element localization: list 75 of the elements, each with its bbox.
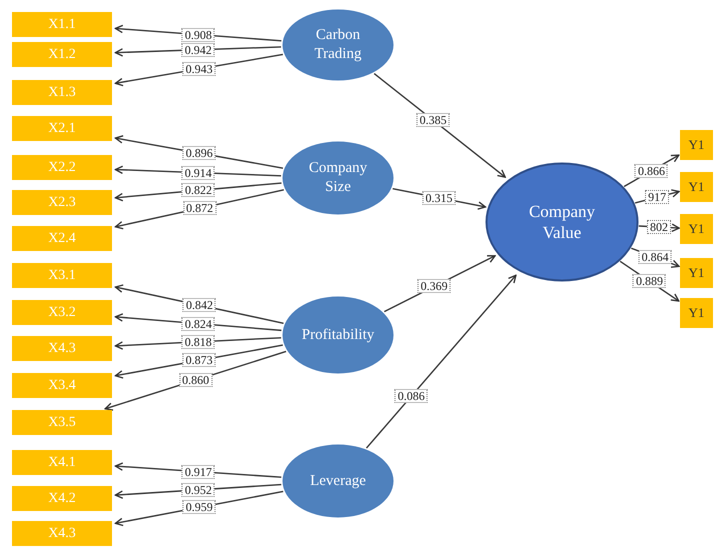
indicator-box <box>12 12 112 37</box>
indicator-label: X4.3 <box>48 524 76 542</box>
indicator-box <box>12 42 112 67</box>
indicator-box <box>680 298 713 328</box>
edge-label: 0.908 <box>182 28 215 42</box>
indicator-label: Y1 <box>688 304 704 322</box>
indicator-box <box>12 486 112 511</box>
edge-label: 0.385 <box>416 113 450 128</box>
indicator-label: X4.1 <box>48 454 76 472</box>
edge-label: 0.917 <box>182 464 215 479</box>
construct-ellipse <box>281 140 395 216</box>
indicator-label: X1.2 <box>48 46 76 64</box>
edge-label: 0.842 <box>182 298 216 312</box>
indicator-label: Y1 <box>688 136 704 154</box>
edge-label: 0.086 <box>394 389 428 404</box>
edge-label: 0.818 <box>182 334 215 349</box>
indicator-box <box>12 410 112 435</box>
edge-label: 0.872 <box>183 201 216 216</box>
edge-label: 0.860 <box>179 373 212 388</box>
edge-label: 0.942 <box>182 42 215 57</box>
indicator-label: X3.4 <box>48 376 76 394</box>
edge-label: 0.369 <box>418 279 451 294</box>
construct-label: Leverage <box>309 472 367 490</box>
indicator-label: X4.2 <box>48 490 76 508</box>
indicator-label: Y1 <box>688 220 704 238</box>
edge-label: 0.943 <box>182 62 216 76</box>
construct-label: Carbon Trading <box>314 26 362 64</box>
indicator-box <box>12 300 112 325</box>
arrow <box>366 274 517 449</box>
indicator-label: X3.1 <box>48 266 76 284</box>
indicator-box <box>12 336 112 361</box>
indicator-label: X2.3 <box>48 194 76 212</box>
construct-ellipse <box>281 295 395 375</box>
indicator-box <box>12 80 112 105</box>
edge-label: 0.864 <box>638 250 672 264</box>
edge-label: 0.873 <box>182 353 216 368</box>
edge-label: 917 <box>645 190 670 204</box>
indicator-box <box>680 258 713 288</box>
construct-label: Profitability <box>300 326 376 344</box>
indicator-label: Y1 <box>688 264 704 282</box>
indicator-box <box>12 450 112 475</box>
indicator-label: X3.5 <box>48 414 76 432</box>
edge-label: 0.315 <box>422 190 456 205</box>
indicator-box <box>680 214 713 244</box>
edge-label: 0.914 <box>182 166 215 180</box>
indicator-label: X2.1 <box>48 120 76 138</box>
construct-ellipse <box>281 443 395 519</box>
indicator-label: X4.3 <box>48 340 76 358</box>
indicator-label: X1.3 <box>48 84 76 102</box>
edge-label: 0.822 <box>182 183 215 198</box>
indicator-box <box>12 263 112 288</box>
arrow <box>374 73 506 178</box>
indicator-box <box>12 521 112 546</box>
indicator-box <box>680 172 713 202</box>
edge-label: 0.959 <box>182 500 216 514</box>
indicator-box <box>12 226 112 251</box>
edge-label: 0.896 <box>182 146 216 160</box>
indicator-box <box>680 130 713 160</box>
edge-label: 0.824 <box>182 316 215 331</box>
indicator-label: X2.2 <box>48 158 76 176</box>
indicator-box <box>12 373 112 398</box>
construct-label: Company Value <box>528 200 596 244</box>
edge-label: 0.889 <box>632 274 666 288</box>
edge-label: 0.866 <box>634 164 668 178</box>
indicator-label: X2.4 <box>48 230 76 248</box>
edge-label: 0.952 <box>182 482 215 497</box>
indicator-label: X3.2 <box>48 304 76 322</box>
indicator-label: Y1 <box>688 178 704 196</box>
indicator-box <box>12 155 112 180</box>
indicator-box <box>12 190 112 215</box>
indicator-box <box>12 116 112 141</box>
construct-label: Company Size <box>308 159 368 197</box>
indicator-label: X1.1 <box>48 16 76 34</box>
construct-ellipse <box>281 8 395 82</box>
edge-label: 802 <box>647 220 671 234</box>
